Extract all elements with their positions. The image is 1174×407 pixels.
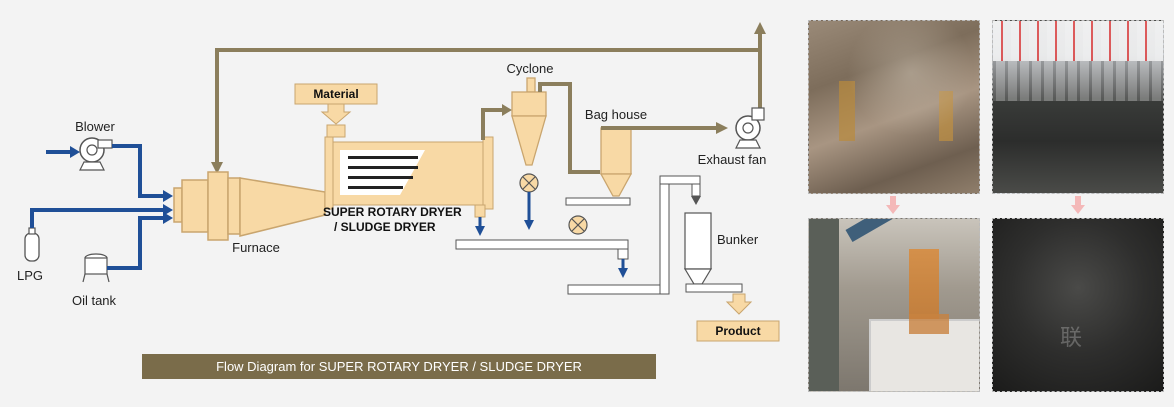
conveyor-discharge-photo — [808, 218, 980, 392]
collecting-conveyor — [455, 239, 629, 260]
blower-label: Blower — [75, 119, 115, 134]
dryer-label-line2: / SLUDGE DRYER — [334, 220, 436, 234]
furnace-label: Furnace — [232, 240, 280, 255]
lpg-line — [30, 208, 165, 228]
recirculation-duct — [215, 48, 762, 165]
process-arrow-stem — [1075, 196, 1081, 205]
lpg-cylinder-icon — [24, 227, 40, 262]
material-arrow-icon — [320, 103, 352, 125]
process-arrow-down-icon — [886, 205, 900, 214]
exhaust-fan-icon — [735, 107, 765, 149]
feed-hopper — [326, 124, 346, 138]
rotary-valve-icon — [519, 173, 539, 193]
bucket-elevator — [567, 175, 701, 295]
product-label-box — [696, 320, 780, 342]
conveyor-discharge-arrow-icon — [618, 268, 628, 278]
product-arrow-icon — [725, 293, 753, 315]
furnace — [173, 171, 326, 241]
dryer-lifters-icon — [348, 156, 418, 189]
rotary-dryer — [324, 136, 494, 218]
duct-arrow-up-icon — [754, 22, 766, 34]
cyclone — [511, 77, 547, 166]
lpg-arrow-icon — [163, 204, 173, 216]
fan-inlet-arrow-icon — [716, 122, 728, 134]
cyclone-to-baghouse-duct — [538, 82, 600, 174]
cyclone-label: Cyclone — [507, 61, 554, 76]
exhaust-fan-label: Exhaust fan — [698, 152, 767, 167]
filter-press-cake-photo — [992, 20, 1164, 194]
blower-icon — [79, 137, 113, 171]
bunker-outlet — [685, 283, 743, 293]
air-to-furnace-arrow-icon — [163, 190, 173, 202]
bunker — [683, 212, 713, 285]
dryer-discharge-arrow-icon — [475, 226, 485, 236]
caption-bar — [142, 354, 656, 379]
bag-house — [599, 127, 633, 197]
process-arrow-stem — [890, 196, 896, 205]
material-label: Material — [313, 87, 358, 101]
caption-text: Flow Diagram for SUPER ROTARY DRYER / SL… — [216, 359, 582, 374]
oil-tank-label: Oil tank — [72, 293, 117, 308]
duct-arrow-right-icon — [502, 104, 512, 116]
cyclone-discharge-arrow-icon — [524, 220, 534, 230]
oil-line — [107, 216, 165, 270]
lpg-label: LPG — [17, 268, 43, 283]
elevator-arrow-icon — [691, 196, 701, 205]
lower-rotary-valve-icon — [565, 197, 631, 235]
dryer-to-cyclone-duct — [481, 108, 505, 140]
oil-tank-icon — [82, 253, 110, 283]
wet-sludge-photo — [808, 20, 980, 194]
product-label: Product — [715, 324, 760, 338]
oil-arrow-icon — [163, 212, 173, 224]
process-arrow-down-icon — [1071, 205, 1085, 214]
bunker-label: Bunker — [717, 232, 759, 247]
duct-arrow-down-icon — [211, 162, 223, 174]
bag-house-label: Bag house — [585, 107, 647, 122]
flow-diagram: Material SUPER ROTARY DRYER / SLUDGE DRY… — [17, 22, 780, 379]
watermark: 联 — [1060, 326, 1083, 351]
combustion-air-line — [46, 144, 165, 198]
dryer-label-line1: SUPER ROTARY DRYER — [323, 205, 462, 219]
dried-product-photo — [992, 218, 1164, 392]
air-inlet-arrow-icon — [70, 146, 80, 158]
